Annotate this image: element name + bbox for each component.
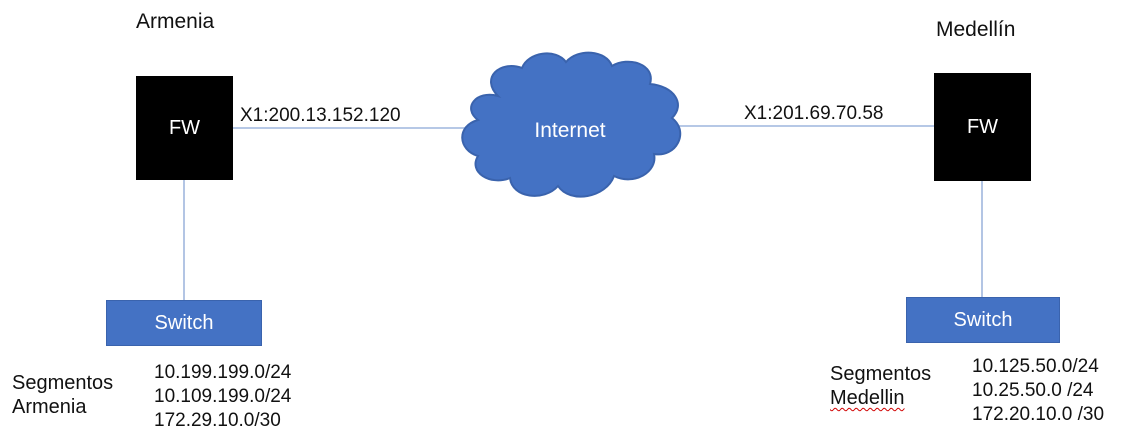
medellin-segments-label-line1: Segmentos <box>830 363 932 385</box>
armenia-segment: 172.29.10.0/30 <box>154 410 281 431</box>
medellin-wan-ip: X1:201.69.70.58 <box>744 103 884 124</box>
medellin-segments-heading: Segmentos Medellin <box>830 362 931 410</box>
medellin-segment: 10.125.50.0/24 <box>972 356 1099 377</box>
medellin-segment: 172.20.10.0 /30 <box>972 404 1105 425</box>
armenia-firewall: FW <box>136 76 233 180</box>
armenia-firewall-label: FW <box>168 116 201 139</box>
medellin-segment: 10.25.50.0 /24 <box>972 380 1094 401</box>
armenia-segments-label-line1: Segmentos <box>12 372 114 394</box>
armenia-segments-list: 10.199.199.0/24 10.109.199.0/24 172.29.1… <box>154 361 291 433</box>
armenia-wan-ip: X1:200.13.152.120 <box>240 105 401 126</box>
medellin-site-title: Medellín <box>936 18 1016 41</box>
medellin-switch: Switch <box>906 297 1060 343</box>
armenia-site-title: Armenia <box>136 10 215 33</box>
armenia-switch: Switch <box>106 300 262 346</box>
medellin-segments-label-line2: Medellin <box>830 387 905 409</box>
internet-cloud-icon <box>461 51 682 198</box>
medellin-firewall: FW <box>934 73 1031 181</box>
armenia-segment: 10.109.199.0/24 <box>154 386 292 407</box>
armenia-segments-heading: Segmentos Armenia <box>12 371 113 419</box>
armenia-segments-label-line2: Armenia <box>12 396 87 418</box>
armenia-segment: 10.199.199.0/24 <box>154 362 292 383</box>
internet-label: Internet <box>534 119 606 142</box>
medellin-switch-label: Switch <box>953 308 1013 331</box>
medellin-firewall-label: FW <box>966 115 999 138</box>
medellin-segments-list: 10.125.50.0/24 10.25.50.0 /24 172.20.10.… <box>972 355 1104 427</box>
armenia-switch-label: Switch <box>154 311 214 334</box>
